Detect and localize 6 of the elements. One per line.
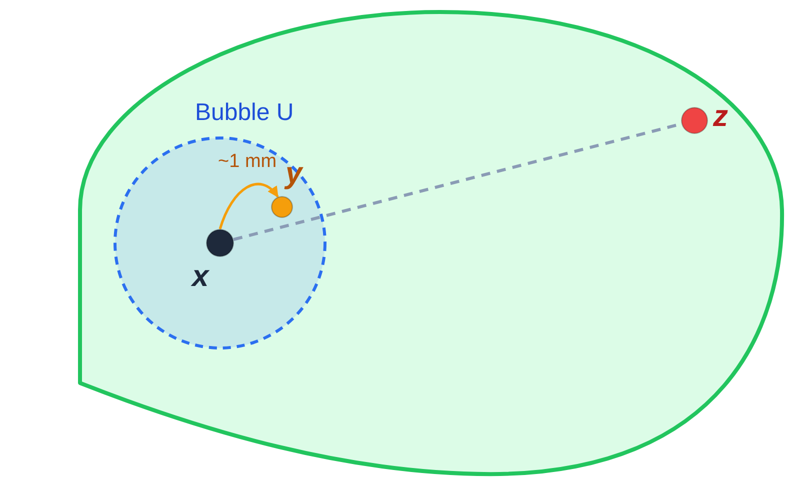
edge-label: ~1 mm <box>218 152 277 171</box>
bubble-label: Bubble U <box>195 101 294 125</box>
point-label: z <box>713 102 728 132</box>
point-label: y <box>286 159 302 189</box>
curved-arrow <box>218 182 279 230</box>
point-label: x <box>192 262 209 292</box>
